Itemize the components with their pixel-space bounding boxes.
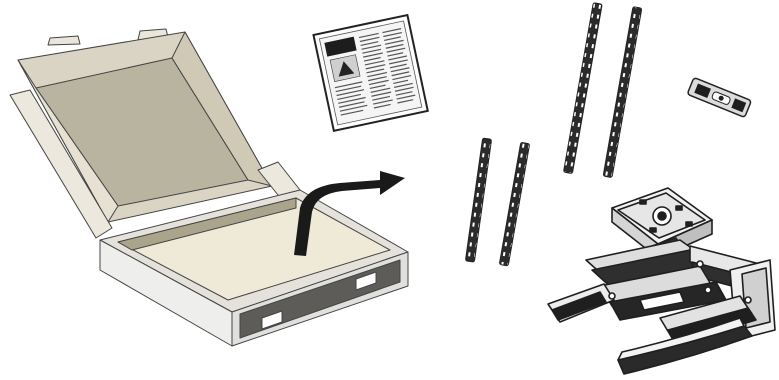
tv-mount-arm-assembly	[548, 188, 775, 374]
long-vertical-rail-left	[563, 3, 602, 174]
bubble-level	[687, 77, 751, 117]
instruction-manual	[313, 15, 427, 131]
long-vertical-rail-right	[603, 7, 642, 178]
short-vertical-rail-left	[465, 138, 491, 262]
short-vertical-rail-right	[499, 142, 529, 266]
